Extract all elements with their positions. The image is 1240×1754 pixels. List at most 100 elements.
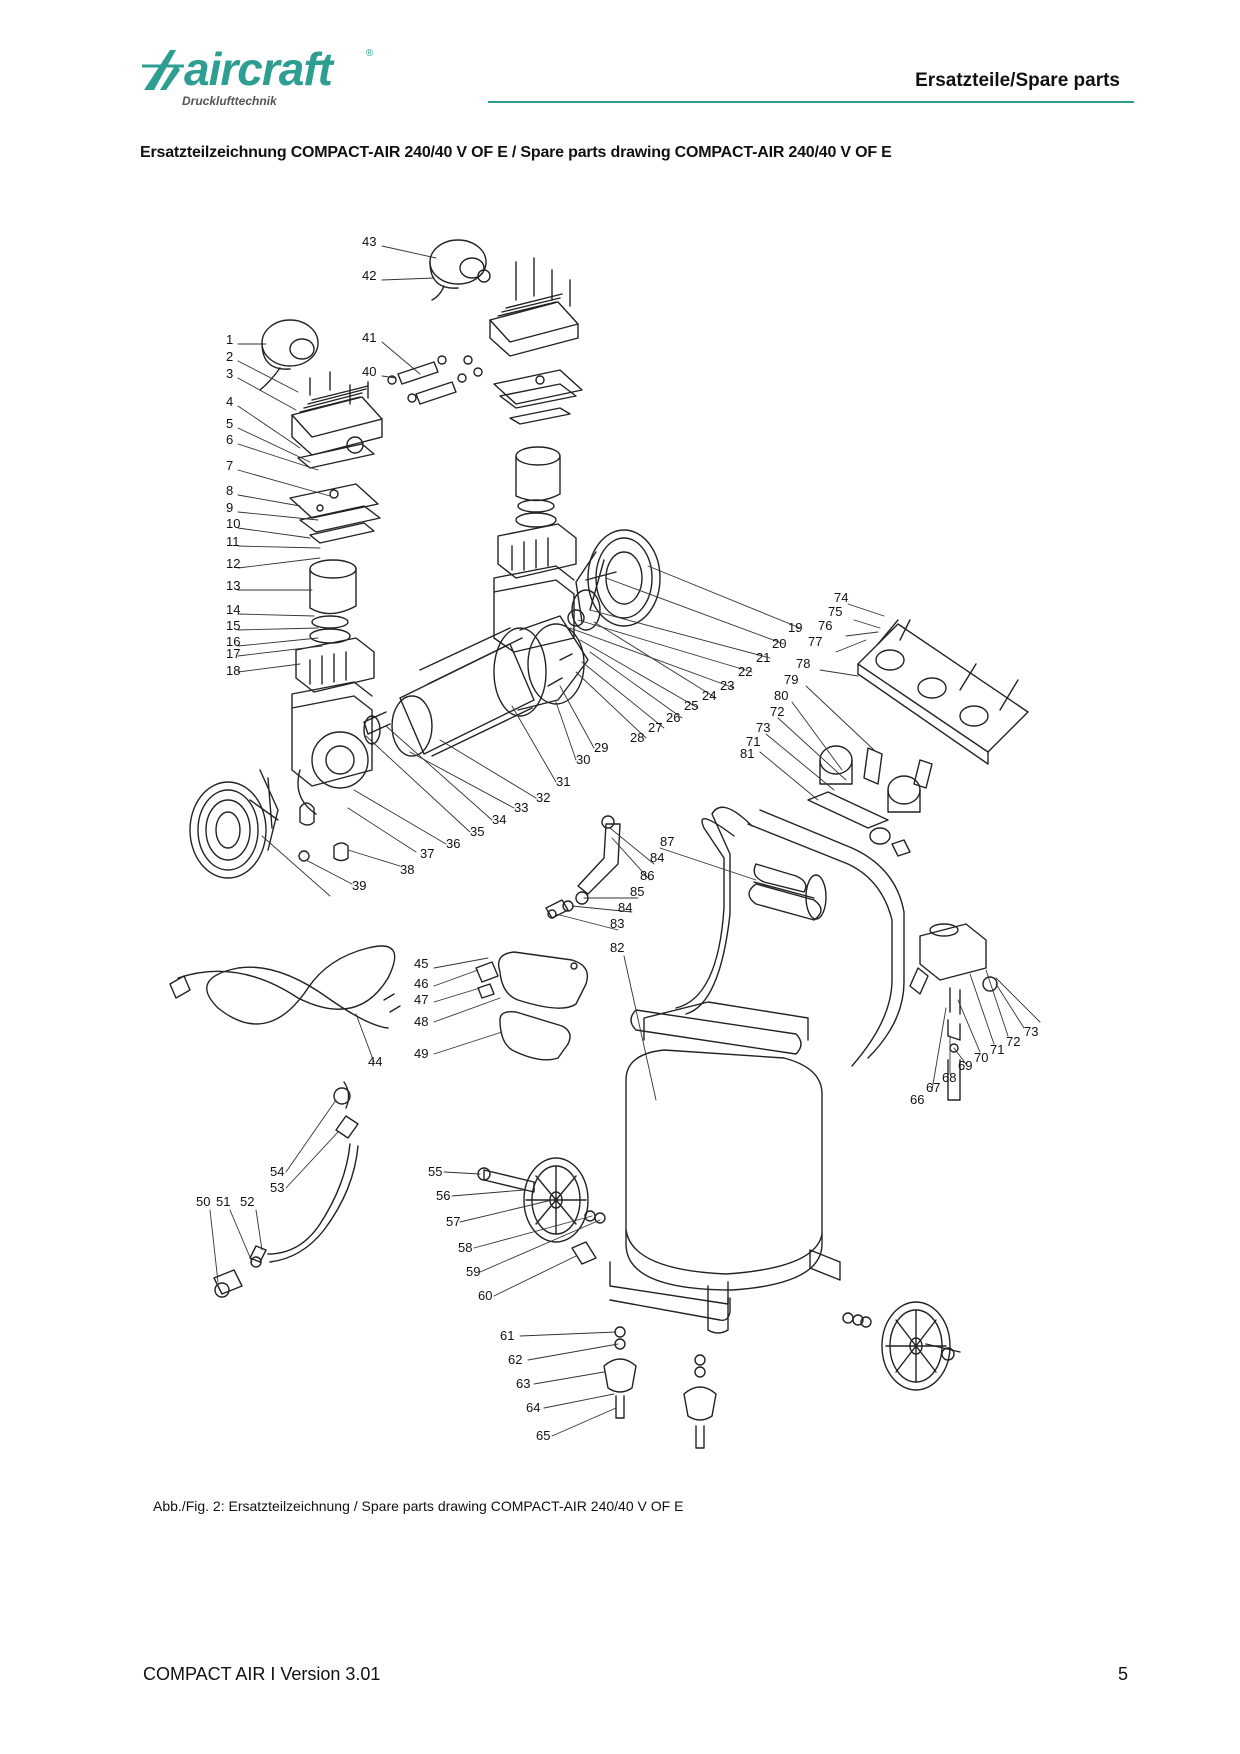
callout-48: 48: [414, 1014, 428, 1029]
callout-5: 5: [226, 416, 233, 431]
callout-9: 9: [226, 500, 233, 515]
callout-7: 7: [226, 458, 233, 473]
callout-32: 32: [536, 790, 550, 805]
callout-28: 28: [630, 730, 644, 745]
callout-10: 10: [226, 516, 240, 531]
callout-86: 86: [640, 868, 654, 883]
left-wheel: [477, 1157, 606, 1265]
right-piston: [515, 446, 561, 528]
callout-15: 15: [226, 618, 240, 633]
connecting-pipes: [387, 355, 483, 405]
right-air-filter: [429, 239, 491, 301]
callout-58: 58: [458, 1240, 472, 1255]
callout-84-upper: 84: [650, 850, 664, 865]
callout-1: 1: [226, 332, 233, 347]
pressure-switch: [909, 923, 998, 1101]
callout-75: 75: [828, 604, 842, 619]
right-valve-plate: [493, 369, 583, 425]
callout-85: 85: [630, 884, 644, 899]
leader-lines: [209, 245, 1041, 1437]
callout-53: 53: [270, 1180, 284, 1195]
left-cylinder-head: [291, 371, 383, 469]
callout-60: 60: [478, 1288, 492, 1303]
callout-2: 2: [226, 349, 233, 364]
callout-37: 37: [420, 846, 434, 861]
callout-87: 87: [660, 834, 674, 849]
capacitor-box: [475, 951, 589, 1061]
rubber-foot-right: [683, 1354, 717, 1449]
callout-71-upper: 71: [746, 734, 760, 749]
callout-73: 73: [1024, 1024, 1038, 1039]
callout-14: 14: [226, 602, 240, 617]
callout-23: 23: [720, 678, 734, 693]
callout-8: 8: [226, 483, 233, 498]
callout-numbers-secondary: 72 73 71 84: [650, 704, 784, 865]
air-hose: [213, 1081, 359, 1298]
right-crankcase: [493, 565, 575, 653]
callout-29: 29: [594, 740, 608, 755]
callout-42: 42: [362, 268, 376, 283]
callout-11: 11: [226, 534, 240, 549]
page-heading: Ersatzteilzeichnung COMPACT-AIR 240/40 V…: [140, 144, 892, 161]
callout-24: 24: [702, 688, 716, 703]
callout-26: 26: [666, 710, 680, 725]
callout-19: 19: [788, 620, 802, 635]
callout-12: 12: [226, 556, 240, 571]
callout-54: 54: [270, 1164, 284, 1179]
callout-39: 39: [352, 878, 366, 893]
callout-55: 55: [428, 1164, 442, 1179]
left-cylinder: [295, 637, 375, 693]
callout-52: 52: [240, 1194, 254, 1209]
callout-30: 30: [576, 752, 590, 767]
callout-72-upper: 72: [770, 704, 784, 719]
callout-64: 64: [526, 1400, 540, 1415]
callout-70: 70: [974, 1050, 988, 1065]
callout-44: 44: [368, 1054, 382, 1069]
callout-67: 67: [926, 1080, 940, 1095]
callout-21: 21: [756, 650, 770, 665]
left-valve-plate: [289, 483, 381, 544]
right-cylinder: [497, 523, 577, 579]
left-crankcase: [291, 681, 373, 815]
cover-plate: [857, 619, 1029, 765]
callout-20: 20: [772, 636, 786, 651]
callout-numbers: 1 2 3 4 5 6 7 8 9 10 11 12 13 14 15 16 1…: [196, 234, 1038, 1443]
rubber-foot-left: [603, 1326, 637, 1419]
air-tank: [609, 1001, 841, 1334]
callout-6: 6: [226, 432, 233, 447]
handle-frame: [675, 806, 905, 1067]
callout-34: 34: [492, 812, 506, 827]
figure-caption: Abb./Fig. 2: Ersatzteilzeichnung / Spare…: [153, 1498, 684, 1514]
right-wheel: [842, 1301, 961, 1391]
callout-31: 31: [556, 774, 570, 789]
callout-74: 74: [834, 590, 848, 605]
brand-registered-mark: ®: [366, 48, 374, 59]
left-fan-guard: [189, 769, 279, 879]
callout-41: 41: [362, 330, 376, 345]
motor-rotor-stator: [363, 627, 547, 757]
right-cylinder-head: [489, 257, 579, 357]
callout-43: 43: [362, 234, 376, 249]
callout-62: 62: [508, 1352, 522, 1367]
callout-56: 56: [436, 1188, 450, 1203]
brand-name: aircraft: [184, 43, 333, 95]
callout-81: 81: [740, 746, 754, 761]
section-title: Ersatzteile/Spare parts: [915, 70, 1120, 91]
callout-66: 66: [910, 1092, 924, 1107]
callout-25: 25: [684, 698, 698, 713]
callout-18: 18: [226, 663, 240, 678]
brand-subtitle: Drucklufttechnik: [182, 94, 277, 108]
callout-13: 13: [226, 578, 240, 593]
pressure-regulator: [807, 745, 933, 857]
logo-triangle-icon: [142, 50, 184, 90]
left-air-filter: [259, 319, 319, 391]
callout-84: 84: [618, 900, 632, 915]
callout-65: 65: [536, 1428, 550, 1443]
callout-4: 4: [226, 394, 233, 409]
callout-71: 71: [990, 1042, 1004, 1057]
callout-63: 63: [516, 1376, 530, 1391]
callout-61: 61: [500, 1328, 514, 1343]
callout-57: 57: [446, 1214, 460, 1229]
footer-version: COMPACT AIR I Version 3.01: [143, 1664, 381, 1684]
